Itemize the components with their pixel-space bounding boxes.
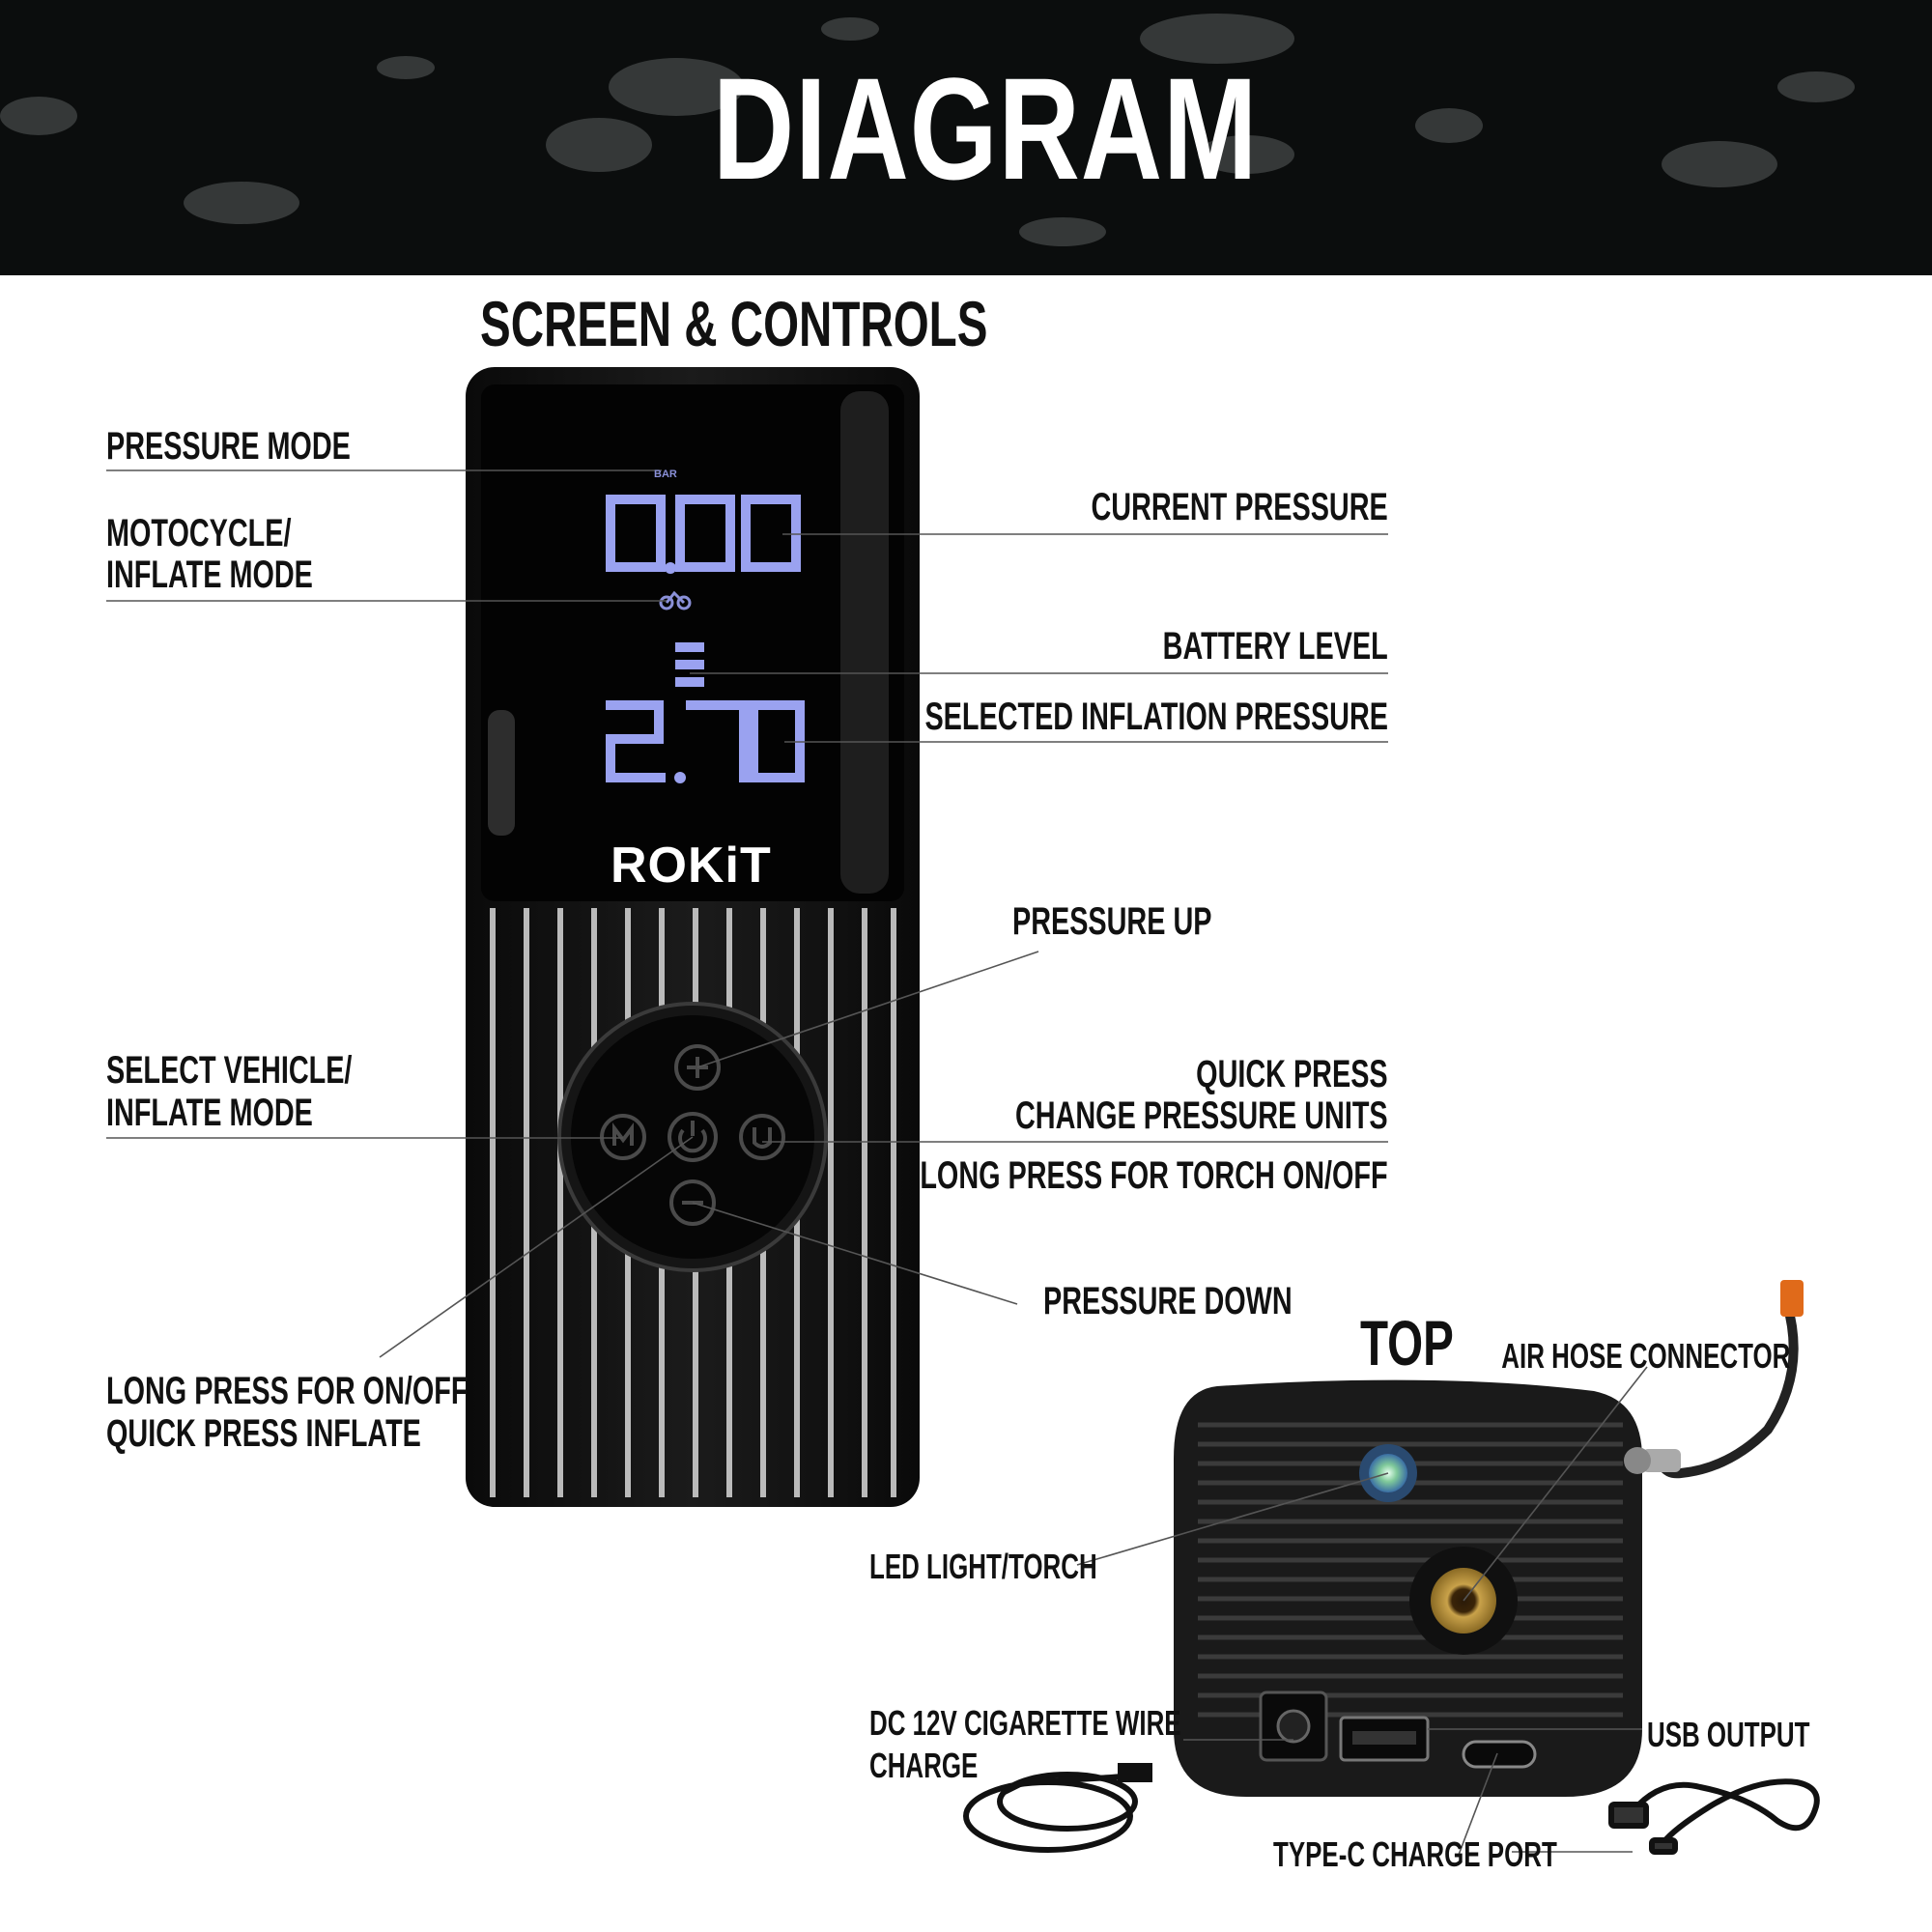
air-hose-icon: [1624, 1280, 1804, 1479]
header-banner: DIAGRAM: [0, 0, 1932, 275]
label-pressure-mode: PRESSURE MODE: [106, 425, 351, 468]
label-long-press-power-line1: LONG PRESS FOR ON/OFF: [106, 1370, 469, 1412]
label-battery-level: BATTERY LEVEL: [1162, 625, 1388, 668]
label-select-vehicle-line2: INFLATE MODE: [106, 1092, 313, 1134]
label-led-light: LED LIGHT/TORCH: [869, 1547, 1097, 1586]
brand-logo: ROKiT: [611, 838, 772, 894]
label-current-pressure: CURRENT PRESSURE: [1091, 486, 1388, 528]
motorcycle-icon: [659, 590, 692, 611]
label-long-press-power-line2: QUICK PRESS INFLATE: [106, 1412, 421, 1455]
label-long-press-torch: LONG PRESS FOR TORCH ON/OFF: [920, 1154, 1388, 1197]
usb-c-port: [1462, 1740, 1537, 1769]
label-dc-charge-line2: CHARGE: [869, 1746, 979, 1785]
unit-u-icon[interactable]: [739, 1114, 785, 1160]
page-title: DIAGRAM: [712, 47, 1259, 210]
label-pressure-up: PRESSURE UP: [1012, 900, 1212, 943]
section-title-screen: SCREEN & CONTROLS: [480, 288, 988, 359]
label-air-hose: AIR HOSE CONNECTOR: [1500, 1336, 1790, 1376]
usb-cable-icon: [1608, 1778, 1820, 1855]
pump-device: [466, 367, 920, 1507]
label-quick-press-line2: CHANGE PRESSURE UNITS: [1015, 1094, 1388, 1137]
label-selected-pressure: SELECTED INFLATION PRESSURE: [924, 696, 1388, 738]
label-pressure-down: PRESSURE DOWN: [1043, 1280, 1293, 1322]
label-select-vehicle-line1: SELECT VEHICLE/: [106, 1049, 353, 1092]
banner-texture: [0, 14, 1855, 246]
label-type-c: TYPE-C CHARGE PORT: [1273, 1834, 1557, 1874]
mode-m-icon[interactable]: [600, 1114, 646, 1160]
section-title-top: TOP: [1360, 1307, 1454, 1378]
label-motorcycle-line2: INFLATE MODE: [106, 554, 313, 596]
label-dc-charge-line1: DC 12V CIGARETTE WIRE: [869, 1703, 1181, 1743]
label-motorcycle-line1: MOTOCYCLE/: [106, 512, 292, 554]
leader-lines: [106, 469, 1648, 1856]
label-quick-press-line1: QUICK PRESS: [1196, 1053, 1388, 1095]
unit-indicator: BAR: [654, 469, 677, 480]
cigarette-cable-icon: [963, 1763, 1152, 1853]
pump-top-view: [1174, 1379, 1642, 1797]
power-icon[interactable]: [668, 1112, 718, 1162]
label-usb-output: USB OUTPUT: [1647, 1715, 1810, 1754]
